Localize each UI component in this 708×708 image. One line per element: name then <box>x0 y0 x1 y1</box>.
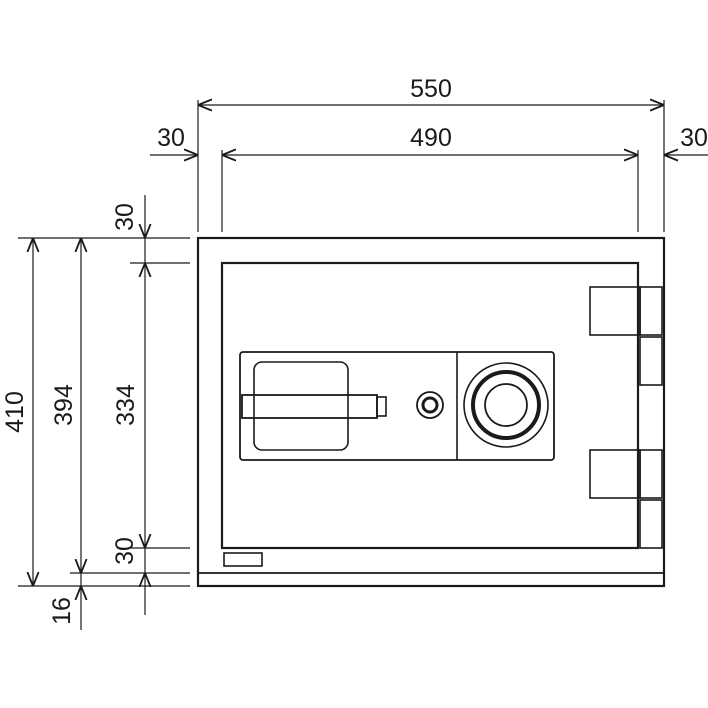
upper-hinge-plate <box>589 286 641 336</box>
label-right-margin: 30 <box>680 124 708 152</box>
label-body-height: 394 <box>50 384 78 426</box>
name-plate <box>223 552 263 567</box>
lock-panel <box>239 351 555 461</box>
lower-hinge-barrel <box>639 449 663 499</box>
vertical-dimensions: 410 394 334 30 30 16 <box>1 195 145 630</box>
lock-panel-frame <box>239 351 555 461</box>
label-top-margin: 30 <box>111 203 139 231</box>
label-inner-width: 490 <box>410 124 452 152</box>
dial-knob <box>484 383 528 427</box>
upper-hinge-barrel <box>639 286 663 336</box>
label-bottom-margin: 30 <box>111 537 139 565</box>
handle-lever-tip <box>376 396 387 417</box>
safe-outer-frame <box>196 236 666 588</box>
label-overall-height: 410 <box>1 391 29 433</box>
safe-body <box>196 236 666 588</box>
lower-hinge-lower-barrel <box>639 499 663 549</box>
dial-ring <box>471 370 541 440</box>
label-base-height: 16 <box>48 597 76 625</box>
handle-lever <box>241 394 378 419</box>
label-inner-height: 334 <box>112 384 140 426</box>
hinges <box>589 286 663 549</box>
safe-door <box>220 261 640 550</box>
horizontal-dimensions: 550 490 30 30 <box>150 75 708 155</box>
extension-lines <box>18 100 665 587</box>
label-left-margin: 30 <box>157 124 185 152</box>
lower-hinge-plate <box>589 449 641 499</box>
label-overall-width: 550 <box>410 75 452 103</box>
key-cylinder-outer <box>416 391 444 419</box>
dial-ring-outer <box>463 362 549 448</box>
key-cylinder-inner <box>421 396 439 414</box>
handle-recess <box>253 361 349 451</box>
upper-hinge-lower-barrel <box>639 336 663 386</box>
